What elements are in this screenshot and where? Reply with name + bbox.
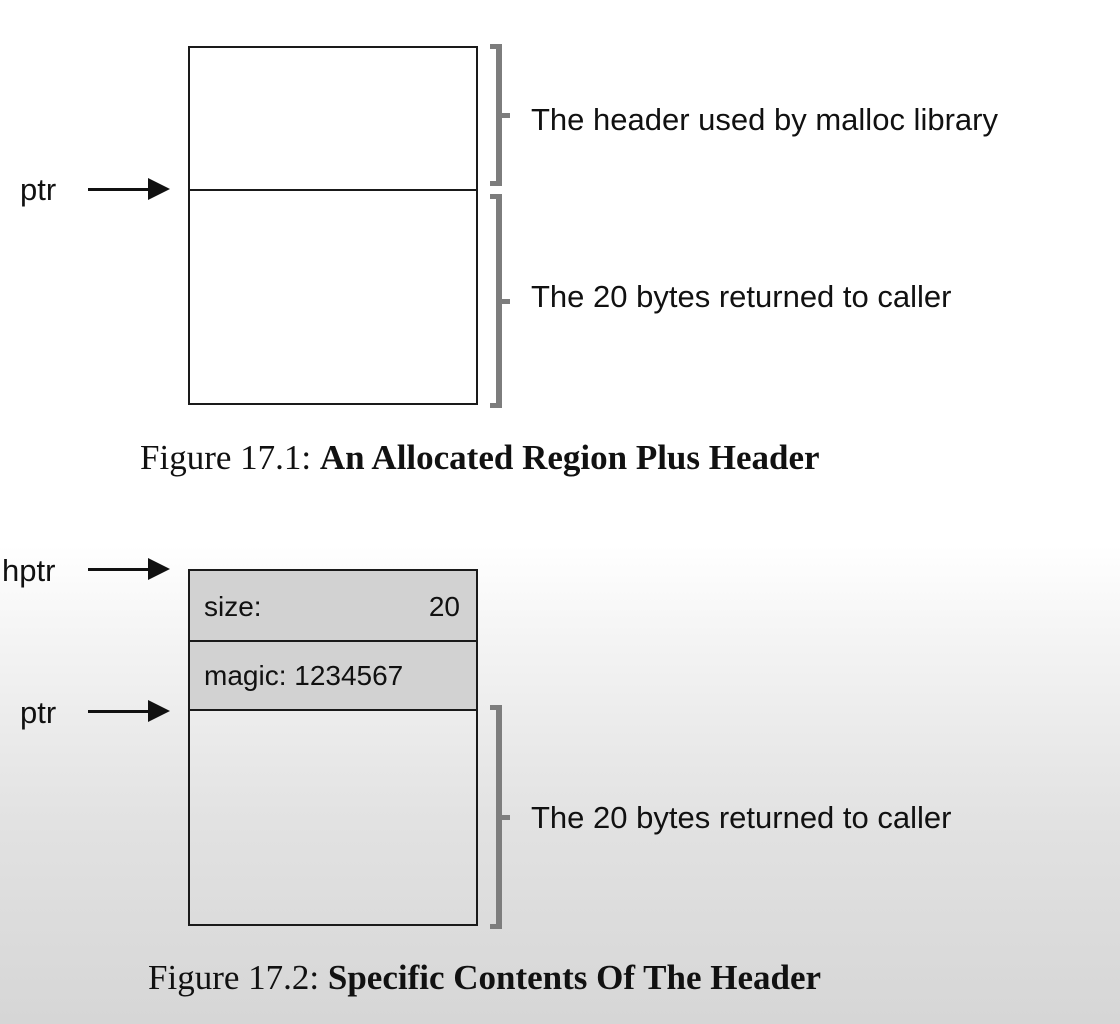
header-label: The header used by malloc library	[531, 102, 998, 137]
ptr-label: ptr	[20, 172, 57, 207]
returned-bytes-bracket	[490, 705, 510, 929]
size-field-value: 20	[428, 591, 460, 622]
caption-prefix: Figure 17.1:	[140, 438, 312, 477]
magic-field-text: magic: 1234567	[204, 660, 404, 691]
caption-prefix: Figure 17.2:	[148, 958, 320, 997]
returned-bytes-label: The 20 bytes returned to caller	[531, 800, 952, 835]
magic-field: magic: 1234567	[190, 642, 476, 709]
header-region-divider	[188, 709, 478, 711]
figure-caption: Figure 17.1: An Allocated Region Plus He…	[140, 440, 820, 475]
ptr-arrow	[88, 700, 170, 722]
caption-title: An Allocated Region Plus Header	[319, 438, 820, 477]
ptr-label: ptr	[20, 695, 57, 730]
memory-block-with-header	[188, 569, 478, 926]
size-field-label: size:	[204, 591, 262, 622]
memory-block	[188, 46, 478, 405]
figure-caption: Figure 17.2: Specific Contents Of The He…	[148, 960, 821, 995]
header-bracket	[490, 44, 510, 186]
ptr-arrow	[88, 178, 170, 200]
size-magic-divider	[188, 640, 478, 642]
caption-title: Specific Contents Of The Header	[327, 958, 822, 997]
hptr-label: hptr	[2, 553, 56, 588]
size-field: size: 20	[190, 571, 476, 640]
returned-bytes-label: The 20 bytes returned to caller	[531, 279, 952, 314]
header-region-divider	[188, 189, 478, 191]
hptr-arrow	[88, 558, 170, 580]
returned-bytes-bracket	[490, 194, 510, 408]
